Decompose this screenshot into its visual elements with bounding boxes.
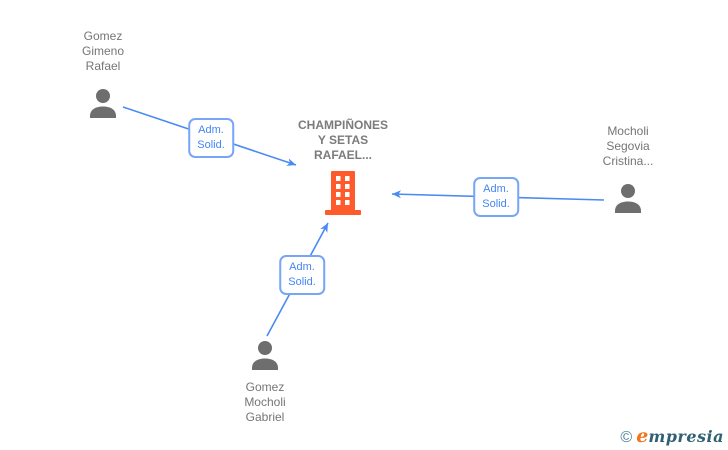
person-name: Gomez Gimeno Rafael	[81, 29, 125, 73]
edge-label-adm-solid-2[interactable]: Adm. Solid.	[473, 177, 519, 217]
logo-text-e: e	[636, 425, 649, 447]
node-person-mocholi-segovia-cristina[interactable]: Mocholi Segovia Cristina...	[558, 124, 698, 219]
node-person-gomez-mocholi-gabriel[interactable]: Gomez Mocholi Gabriel	[195, 339, 335, 425]
person-icon	[558, 182, 698, 219]
node-person-gomez-gimeno-rafael[interactable]: Gomez Gimeno Rafael	[33, 29, 173, 124]
person-icon	[195, 339, 335, 376]
node-company-champinones-y-setas[interactable]: CHAMPIÑONES Y SETAS RAFAEL...	[273, 118, 413, 220]
edge-label-adm-solid-3[interactable]: Adm. Solid.	[279, 255, 325, 295]
copyright-symbol: ©	[620, 429, 633, 446]
edge-label-adm-solid-1[interactable]: Adm. Solid.	[188, 118, 234, 158]
empresia-logo[interactable]: ©empresia	[620, 425, 724, 447]
person-icon	[33, 87, 173, 124]
logo-text-mpresia: mpresia	[648, 427, 724, 446]
person-name: Gomez Mocholi Gabriel	[244, 380, 286, 424]
building-icon	[273, 171, 413, 220]
company-name: CHAMPIÑONES Y SETAS RAFAEL...	[297, 118, 388, 162]
person-name: Mocholi Segovia Cristina...	[602, 124, 654, 168]
